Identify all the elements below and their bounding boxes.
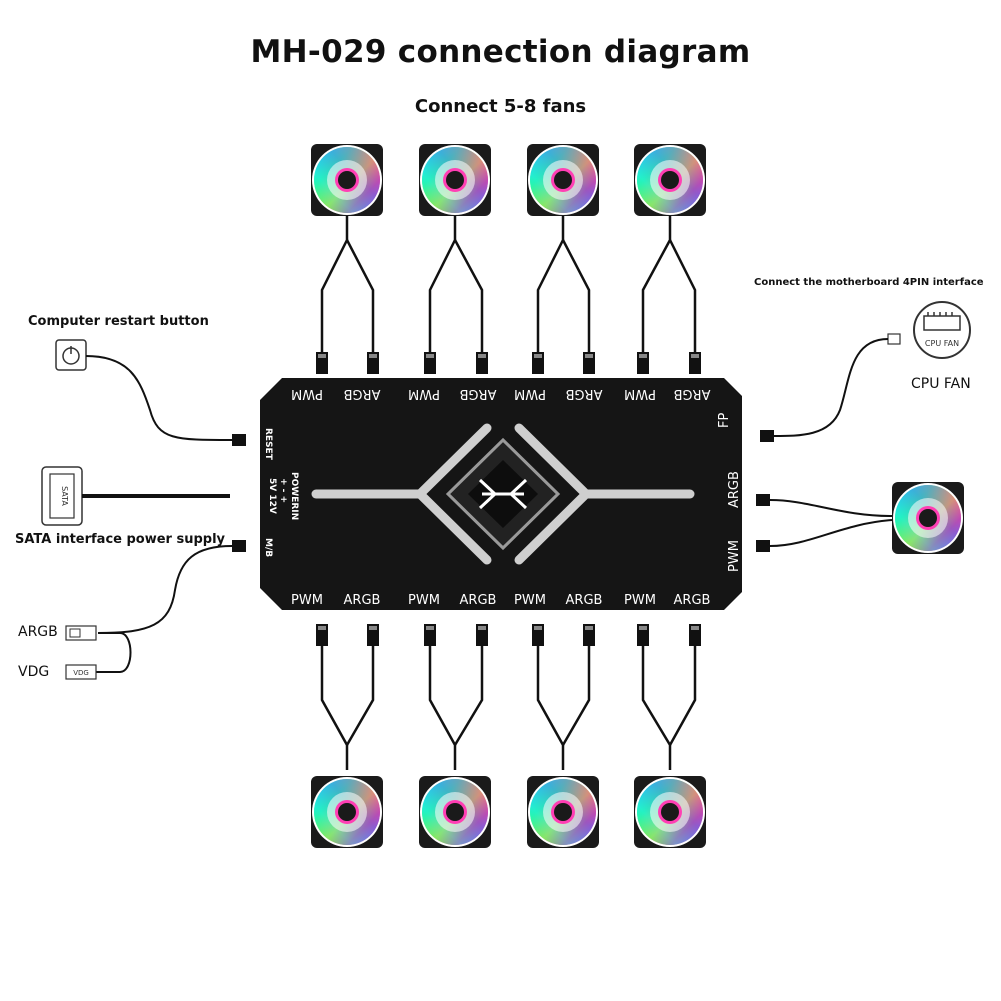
sata-icon-label: SATA: [60, 486, 69, 506]
cpu-fan-icon-label: CPU FAN: [925, 339, 959, 348]
restart-label: Computer restart button: [28, 314, 209, 329]
fan-bottom-1: [311, 776, 383, 848]
hub-top-port-label: ARGB: [460, 386, 497, 401]
argb-label: ARGB: [18, 624, 58, 640]
hub-bottom-port-label: ARGB: [566, 593, 603, 608]
fan-bottom-3: [527, 776, 599, 848]
cpu-fan-icon: CPU FAN: [913, 301, 971, 359]
fan-top-2: [419, 144, 491, 216]
hub-logo: [445, 437, 561, 551]
fan-right: [892, 482, 964, 554]
hub-right-argb-label: ARGB: [727, 471, 742, 508]
hub-right-pwm-label: PWM: [727, 540, 742, 572]
restart-cable: [85, 355, 233, 441]
bottom-plugs: [316, 624, 701, 646]
hub-top-port-label: PWM: [514, 386, 546, 401]
top-cables: [320, 216, 697, 356]
argb-plug: [65, 625, 97, 641]
right-argb-cable: [769, 499, 893, 517]
fan-top-1: [311, 144, 383, 216]
hub-bottom-port-label: PWM: [514, 593, 546, 608]
hub-top-port-label: PWM: [408, 386, 440, 401]
hub-bottom-port-label: ARGB: [460, 593, 497, 608]
mb-cable: [97, 545, 233, 634]
argb-vdg-split-cable: [96, 632, 132, 673]
hub-bottom-port-label: ARGB: [344, 593, 381, 608]
cpu-fan-cable: [773, 338, 889, 437]
hub-powerin-label: POWERIN: [289, 472, 299, 520]
fan-top-3: [527, 144, 599, 216]
hub-top-port-label: ARGB: [674, 386, 711, 401]
hub-top-port-label: PWM: [291, 386, 323, 401]
hub-polarity-label: + - +: [278, 478, 288, 503]
hub-fp-label: FP: [717, 413, 732, 428]
sata-connector: SATA: [41, 466, 83, 526]
hub-top-port-labels: PWM ARGB PWM ARGB PWM ARGB PWM ARGB: [291, 386, 710, 401]
fan-bottom-2: [419, 776, 491, 848]
hub-bottom-port-label: PWM: [408, 593, 440, 608]
hub-light-bar: [311, 423, 695, 565]
motherboard-label: Connect the motherboard 4PIN interface: [754, 277, 984, 288]
restart-button: [55, 339, 87, 371]
hub-voltage-label: 5V 12V: [267, 478, 277, 514]
top-fans: [311, 144, 706, 216]
hub-bottom-port-label: PWM: [624, 593, 656, 608]
hub-mb-label: M/B: [263, 538, 273, 557]
cpu-fan-label: CPU FAN: [911, 376, 971, 392]
hub-bottom-port-label: PWM: [291, 593, 323, 608]
fan-bottom-4: [634, 776, 706, 848]
fan-top-4: [634, 144, 706, 216]
hub-bottom-port-labels: PWM ARGB PWM ARGB PWM ARGB PWM ARGB: [291, 593, 710, 608]
hub-bottom-port-label: ARGB: [674, 593, 711, 608]
hub-top-port-label: ARGB: [566, 386, 603, 401]
bottom-cables: [320, 646, 697, 770]
right-pwm-cable: [769, 519, 893, 547]
top-plugs: [316, 352, 701, 374]
vdg-icon-label: VDG: [73, 669, 89, 677]
hub-top-port-label: ARGB: [344, 386, 381, 401]
vdg-plug: VDG: [65, 664, 97, 680]
hub-reset-label: RESET: [263, 428, 273, 461]
sata-label: SATA interface power supply: [15, 532, 226, 547]
vdg-label: VDG: [18, 664, 50, 680]
hub-top-port-label: PWM: [624, 386, 656, 401]
diagram-title: MH-029 connection diagram: [250, 34, 751, 70]
bottom-fans: [311, 776, 706, 848]
diagram-subtitle: Connect 5-8 fans: [414, 96, 587, 117]
